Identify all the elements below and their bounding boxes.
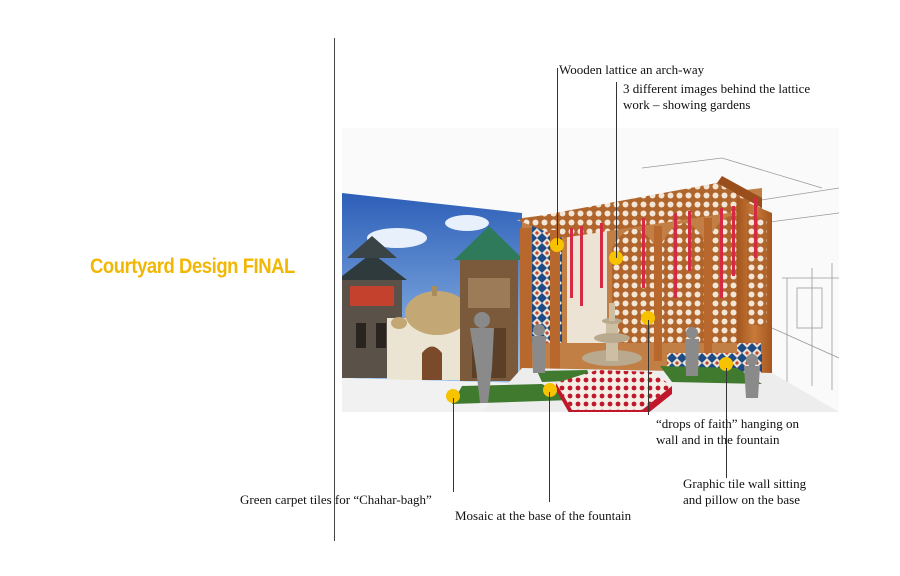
callout-lattice-archway: Wooden lattice an arch-way bbox=[559, 62, 705, 77]
callout-mosaic: Mosaic at the base of the fountain bbox=[455, 508, 632, 523]
callout-markers bbox=[446, 238, 733, 403]
leader-tile-wall bbox=[726, 368, 727, 478]
marker-mosaic bbox=[543, 383, 557, 397]
callout-tile-line1: Graphic tile wall sitting bbox=[683, 476, 807, 491]
slide-title: Courtyard Design FINAL bbox=[90, 255, 295, 278]
leader-mosaic bbox=[549, 392, 550, 502]
fountain bbox=[556, 303, 672, 412]
callout-images-line1: 3 different images behind the lattice bbox=[623, 81, 811, 96]
visitor-silhouettes bbox=[470, 312, 760, 403]
marker-lattice-archway bbox=[550, 238, 564, 252]
marker-carpet bbox=[446, 389, 460, 403]
courtyard-render bbox=[342, 128, 839, 412]
callout-tile-line2: and pillow on the base bbox=[683, 492, 800, 507]
drops-of-faith bbox=[570, 198, 757, 306]
sketch-background bbox=[641, 157, 839, 390]
callout-drops-line1: “drops of faith” hanging on bbox=[656, 416, 799, 431]
wooden-columns bbox=[520, 218, 712, 373]
marker-tile-wall bbox=[719, 357, 733, 371]
leader-drops-of-faith bbox=[648, 320, 649, 415]
callout-drops-line2: wall and in the fountain bbox=[656, 432, 780, 447]
marker-garden-images bbox=[609, 251, 623, 265]
callout-carpet: Green carpet tiles for “Chahar-bagh” bbox=[240, 492, 432, 507]
leader-carpet bbox=[453, 398, 454, 492]
vertical-divider bbox=[334, 38, 335, 541]
leader-lattice-archway bbox=[557, 68, 558, 245]
marker-drops-of-faith bbox=[641, 311, 655, 325]
green-carpet-tiles bbox=[452, 366, 762, 404]
leader-garden-images bbox=[616, 82, 617, 258]
callout-images-line2: work – showing gardens bbox=[623, 97, 751, 112]
